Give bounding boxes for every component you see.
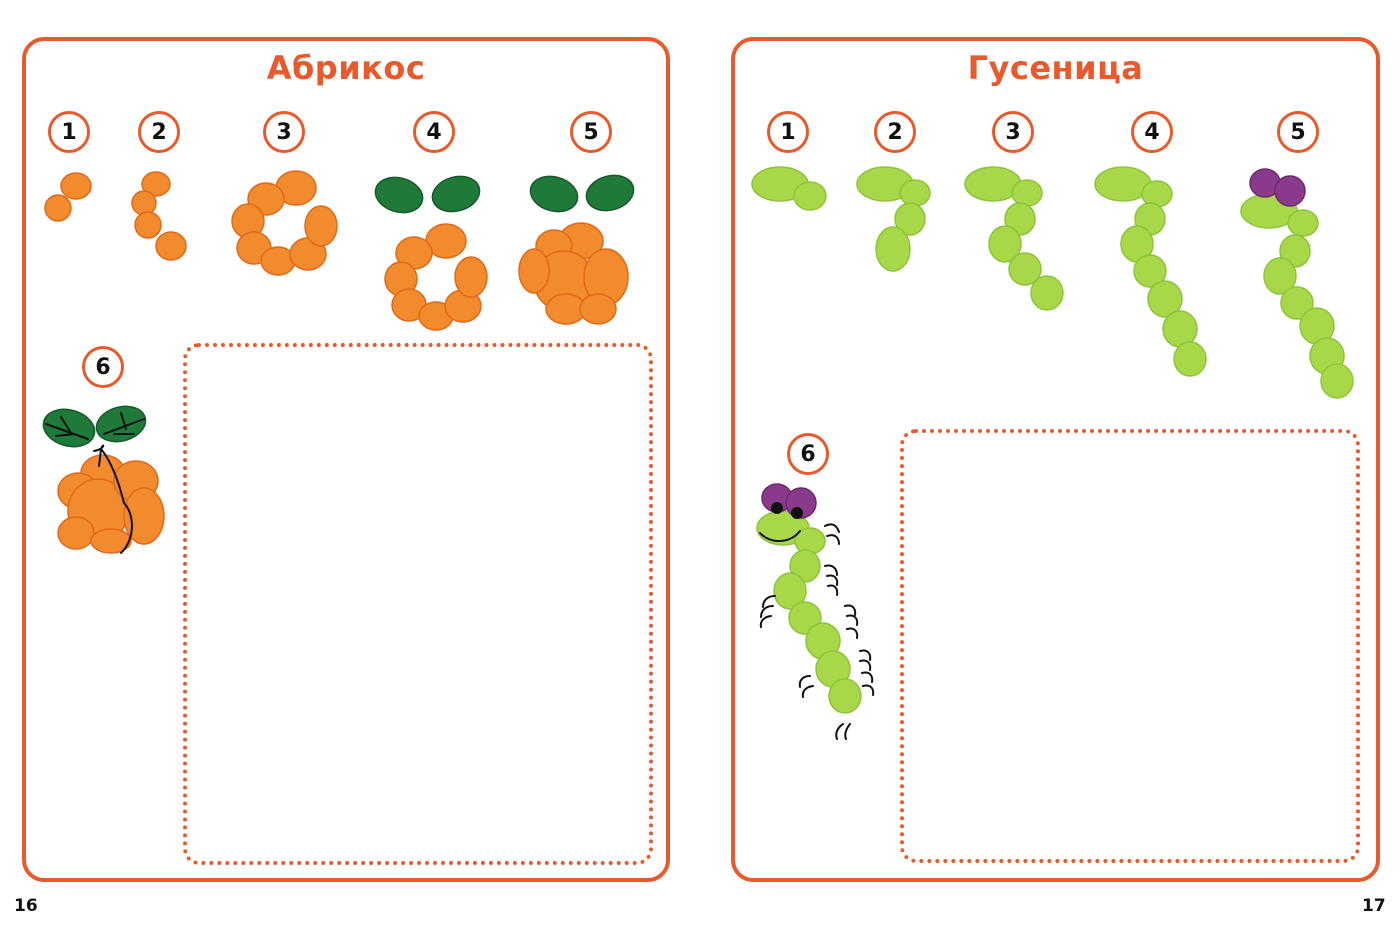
apricot-step4-print xyxy=(454,256,488,298)
caterpillar-step6-print xyxy=(773,572,807,610)
apricot-crease xyxy=(120,502,133,554)
caterpillar-step4-print xyxy=(1173,341,1207,377)
step-1-badge: 1 xyxy=(767,111,809,153)
apricot-step2-print xyxy=(131,190,157,216)
caterpillar-legs xyxy=(844,604,875,696)
step-6-badge: 6 xyxy=(82,346,124,388)
caterpillar-legs xyxy=(759,595,851,740)
caterpillar-step3-print xyxy=(1011,179,1043,207)
caterpillar-step6-print xyxy=(828,678,862,714)
apricot-stem xyxy=(93,444,105,467)
caterpillar-step3-print xyxy=(988,225,1022,263)
apricot-step2-print xyxy=(134,211,162,239)
page-frame-caterpillar: Гусеница 1 2 3 4 5 6 xyxy=(731,37,1380,882)
step-4-badge: 4 xyxy=(1131,111,1173,153)
step-5-badge: 5 xyxy=(1277,111,1319,153)
leaf-vein xyxy=(45,416,89,440)
caterpillar-step5-print xyxy=(1287,209,1319,237)
caterpillar-step2-print xyxy=(894,202,926,236)
step-6-badge: 6 xyxy=(787,433,829,475)
apricot-step2-print xyxy=(141,171,171,197)
caterpillar-step3-print xyxy=(1004,202,1036,236)
apricot-step6-print xyxy=(57,516,95,550)
caterpillar-step2-print xyxy=(899,179,931,207)
apricot-step6-print xyxy=(123,487,165,545)
apricot-stem xyxy=(100,448,125,504)
step-3-badge: 3 xyxy=(263,111,305,153)
apricot-steps-illustration xyxy=(42,170,635,554)
apricot-step3-print xyxy=(304,205,338,247)
smile-icon xyxy=(759,530,801,542)
apricot-step5-print xyxy=(518,248,550,294)
page-number-left: 16 xyxy=(14,896,38,916)
leaf-icon xyxy=(95,405,147,443)
caterpillar-step5-print xyxy=(1280,286,1314,320)
caterpillar-step4-print xyxy=(1133,254,1167,288)
leaf-vein xyxy=(103,412,145,435)
eye-icon xyxy=(791,507,803,519)
drawing-area-caterpillar[interactable] xyxy=(900,429,1360,863)
step-1-badge: 1 xyxy=(48,111,90,153)
caterpillar-step5-print xyxy=(1320,363,1354,399)
caterpillar-legs xyxy=(824,523,840,596)
caterpillar-step5-print xyxy=(1279,234,1311,268)
step-2-badge: 2 xyxy=(138,111,180,153)
page-frame-apricot: Абрикос 1 2 3 4 5 6 xyxy=(22,37,670,882)
drawing-area-apricot[interactable] xyxy=(183,343,653,865)
step-3-badge: 3 xyxy=(992,111,1034,153)
caterpillar-step2-print xyxy=(875,226,911,272)
caterpillar-step4-print xyxy=(1147,280,1183,318)
apricot-step5-print xyxy=(579,293,617,325)
caterpillar-step6-print xyxy=(789,549,821,583)
leaf-icon xyxy=(431,175,481,213)
page-title-caterpillar: Гусеница xyxy=(967,49,1144,87)
step-2-badge: 2 xyxy=(874,111,916,153)
eye-icon xyxy=(771,502,783,514)
apricot-step1-print xyxy=(44,194,72,222)
caterpillar-step1-print xyxy=(793,181,827,211)
caterpillar-steps-illustration xyxy=(751,166,1354,740)
apricot-step1-print xyxy=(60,172,92,200)
page-number-right: 17 xyxy=(1362,896,1386,916)
leaf-icon xyxy=(374,176,424,214)
caterpillar-step5-print xyxy=(1263,257,1297,295)
leaf-icon xyxy=(585,174,635,212)
caterpillar-step3-print xyxy=(1030,275,1064,311)
step-4-badge: 4 xyxy=(413,111,455,153)
apricot-step6-print xyxy=(90,528,132,554)
page-title-apricot: Абрикос xyxy=(266,49,426,87)
apricot-step2-print xyxy=(155,231,187,261)
leaf-icon xyxy=(529,175,579,213)
caterpillar-step3-print xyxy=(1008,252,1042,286)
caterpillar-head-icon xyxy=(1274,175,1306,207)
step-5-badge: 5 xyxy=(570,111,612,153)
